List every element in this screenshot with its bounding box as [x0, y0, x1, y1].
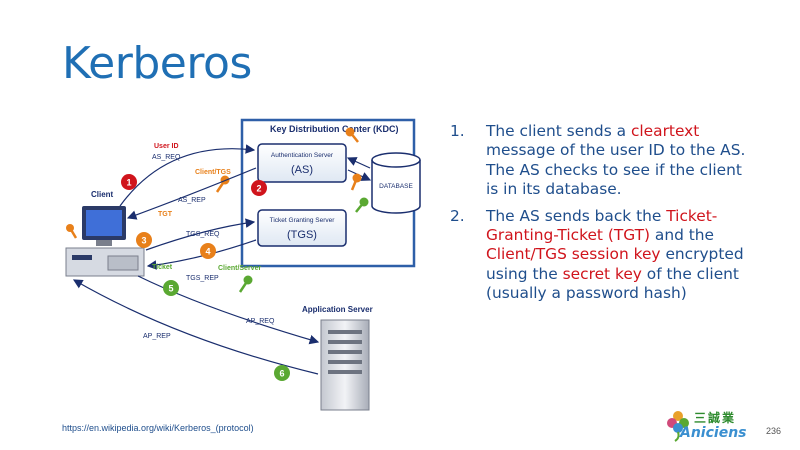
- highlighted-term: Client/TGS session key: [486, 245, 661, 264]
- svg-text:3: 3: [141, 236, 146, 246]
- step-number: 1.: [450, 122, 465, 140]
- step-list: 1. The client sends a cleartext message o…: [448, 122, 748, 311]
- slide-title: Kerberos: [62, 38, 252, 89]
- logo-chinese-text: 三誠業: [694, 411, 737, 425]
- svg-text:2: 2: [256, 184, 261, 194]
- step-text: encrypted using the: [486, 245, 744, 283]
- as-abbr: (AS): [291, 164, 313, 176]
- step-badge-2: 2: [251, 180, 267, 196]
- step-item: 2. The AS sends back the Ticket-Granting-…: [448, 207, 748, 304]
- key-icon-orange-as: [345, 127, 359, 143]
- database-label: DATABASE: [379, 183, 413, 190]
- step-item: 1. The client sends a cleartext message o…: [448, 122, 748, 200]
- msg-tgs-req: TGS_REQ: [186, 231, 220, 238]
- kdc-title: Key Distribution Center (KDC): [270, 124, 399, 134]
- tgs-title: Ticket Granting Server: [270, 217, 336, 224]
- msg-tgt: TGT: [158, 211, 173, 218]
- step-badge-4: 4: [200, 243, 216, 259]
- key-icon-green-tgs-rep: [238, 275, 253, 293]
- highlighted-term: Ticket-Granting-Ticket (TGT): [486, 206, 718, 245]
- msg-user-id: User ID: [154, 143, 179, 150]
- client-computer-icon: [65, 206, 145, 277]
- database-icon: [371, 152, 421, 214]
- highlighted-term: secret key: [562, 264, 642, 283]
- client-label: Client: [91, 190, 114, 199]
- svg-text:4: 4: [205, 247, 210, 257]
- key-icon-orange-client: [66, 224, 78, 239]
- logo-english-text: Aniciens: [680, 425, 747, 441]
- source-link[interactable]: https://en.wikipedia.org/wiki/Kerberos_(…: [62, 423, 254, 433]
- as-title: Authentication Server: [271, 152, 334, 159]
- key-icon-orange-as-rep: [215, 175, 230, 193]
- msg-as-req: AS_REQ: [152, 154, 181, 161]
- step-badge-1: 1: [121, 174, 137, 190]
- tgs-box: [257, 209, 347, 247]
- msg-client-tgs: Client/TGS: [195, 169, 231, 176]
- step-text: of the client (usually a password hash): [486, 264, 739, 303]
- application-server-icon: [320, 319, 370, 411]
- msg-tgs-rep: TGS_REP: [186, 275, 219, 282]
- highlighted-term: cleartext: [630, 122, 700, 140]
- tgs-abbr: (TGS): [287, 229, 317, 241]
- svg-text:1: 1: [126, 178, 131, 188]
- company-logo: 三誠業 Aniciens: [666, 408, 766, 444]
- kerberos-diagram: Key Distribution Center (KDC) Authentica…: [65, 118, 421, 411]
- msg-ticket: Ticket: [152, 264, 173, 271]
- key-icon-green-db: [355, 197, 369, 213]
- step-text: message of the user ID to the AS. The AS…: [486, 141, 746, 199]
- msg-ap-rep: AP_REP: [143, 333, 171, 340]
- step-badge-6: 6: [274, 365, 290, 381]
- step-text: and the: [650, 226, 715, 245]
- step-text: The client sends a: [486, 122, 631, 140]
- application-server-label: Application Server: [302, 305, 373, 314]
- step-text: The AS sends back the: [486, 206, 667, 225]
- msg-ap-req: AP_REQ: [246, 318, 275, 325]
- msg-as-rep: AS_REP: [178, 197, 206, 204]
- step-badge-5: 5: [163, 280, 179, 296]
- step-badge-3: 3: [136, 232, 152, 248]
- key-icon-orange-db: [350, 173, 362, 191]
- page-number: 236: [766, 426, 782, 436]
- flower-icon: [667, 411, 689, 442]
- msg-client-server: Client/Server: [218, 265, 261, 272]
- step-number: 2.: [450, 206, 465, 225]
- svg-text:6: 6: [279, 369, 284, 379]
- as-box: [257, 143, 347, 183]
- svg-text:5: 5: [168, 284, 173, 294]
